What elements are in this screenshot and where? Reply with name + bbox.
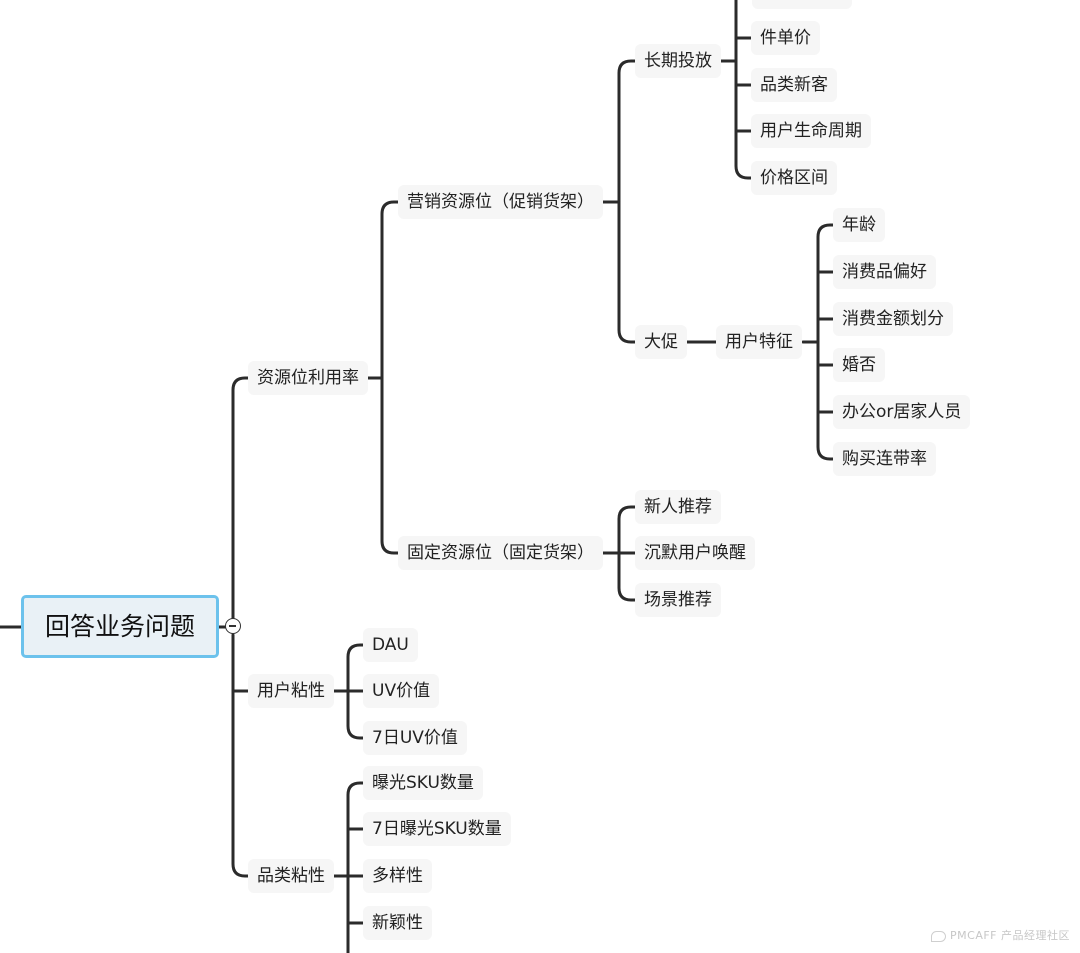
watermark: PMCAFF 产品经理社区	[931, 927, 1070, 943]
node-long-term[interactable]: 长期投放	[635, 44, 721, 78]
clipped-node	[752, 0, 852, 9]
node-item[interactable]: 沉默用户唤醒	[635, 536, 755, 570]
node-item[interactable]: 新颖性	[363, 906, 432, 940]
node-item[interactable]: DAU	[363, 628, 418, 662]
node-item[interactable]: 消费金额划分	[833, 302, 953, 336]
root-node[interactable]: 回答业务问题	[21, 595, 219, 658]
node-item[interactable]: 消费品偏好	[833, 255, 936, 289]
node-marketing-slot[interactable]: 营销资源位（促销货架）	[398, 185, 603, 219]
node-resource-utilization[interactable]: 资源位利用率	[248, 361, 368, 395]
node-item[interactable]: 7日UV价值	[363, 721, 467, 755]
node-item[interactable]: 曝光SKU数量	[363, 766, 483, 800]
node-category-stickiness[interactable]: 品类粘性	[248, 859, 334, 893]
node-user-features[interactable]: 用户特征	[716, 325, 802, 359]
node-item[interactable]: 婚否	[833, 348, 885, 382]
node-item[interactable]: 年龄	[833, 208, 885, 242]
node-item[interactable]: 购买连带率	[833, 442, 936, 476]
node-item[interactable]: 用户生命周期	[751, 114, 871, 148]
node-item[interactable]: 7日曝光SKU数量	[363, 812, 511, 846]
node-fixed-slot[interactable]: 固定资源位（固定货架）	[398, 536, 603, 570]
node-item[interactable]: 价格区间	[751, 161, 837, 195]
node-item[interactable]: 场景推荐	[635, 583, 721, 617]
node-item[interactable]: UV价值	[363, 674, 440, 708]
node-item[interactable]: 多样性	[363, 859, 432, 893]
watermark-text: PMCAFF 产品经理社区	[950, 929, 1070, 942]
node-item[interactable]: 办公or居家人员	[833, 395, 971, 429]
node-item[interactable]: 新人推荐	[635, 490, 721, 524]
node-item[interactable]: 件单价	[751, 21, 820, 55]
node-item[interactable]: 品类新客	[751, 68, 837, 102]
node-big-sale[interactable]: 大促	[635, 325, 687, 359]
node-user-stickiness[interactable]: 用户粘性	[248, 674, 334, 708]
collapse-toggle-icon[interactable]	[225, 618, 241, 634]
pmcaff-logo-icon	[931, 930, 947, 942]
